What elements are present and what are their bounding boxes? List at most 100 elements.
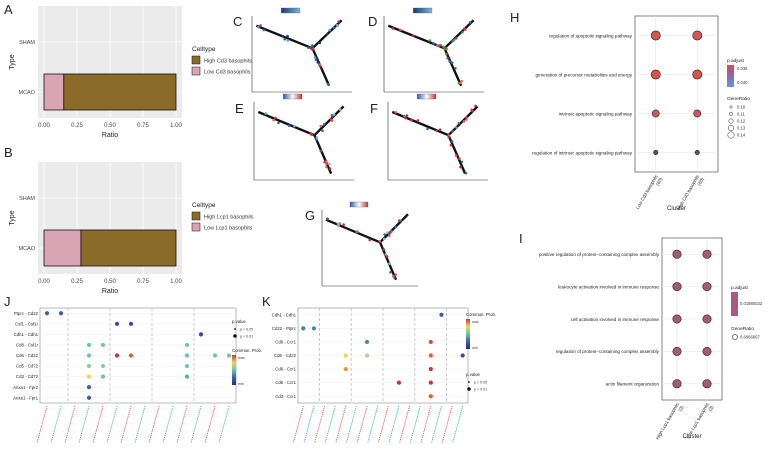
cell-point	[332, 26, 336, 30]
panel-letter-b: B	[4, 145, 13, 160]
trajectory-branch	[443, 19, 475, 50]
y-tick-label: Cd6 - Cd22	[16, 353, 39, 358]
data-point	[428, 380, 433, 385]
cell-point	[412, 34, 415, 37]
y-tick-label: regulation of intrinsic apoptotic signal…	[532, 150, 633, 155]
y-tick-label: Cd3 - Cd72	[16, 374, 39, 379]
cell-point	[388, 234, 391, 237]
x-tick-label-stub	[409, 405, 421, 444]
data-point	[100, 363, 106, 369]
cell-point	[286, 34, 289, 38]
x-tick-label: 0.75	[137, 279, 149, 285]
x-tick-label-stub	[303, 405, 315, 444]
data-point	[650, 69, 661, 80]
legend-size-point	[729, 105, 733, 109]
cell-point	[315, 138, 318, 142]
legend-tick: 0.01980032	[740, 301, 763, 306]
x-tick-label-stub	[50, 405, 62, 444]
y-tick-label: MCAO	[19, 246, 36, 252]
trajectory-plot	[321, 201, 418, 287]
cell-point	[465, 118, 468, 121]
cell-point	[307, 46, 310, 49]
data-point	[650, 30, 661, 41]
legend-label: High Lcp1 basophils	[204, 215, 254, 221]
x-tick-label-stub	[431, 405, 442, 444]
x-axis-label: Ratio	[102, 132, 118, 139]
legend-title: p.adjust	[727, 58, 744, 64]
bar-segment	[63, 73, 177, 111]
legend-title: Commun. Prob.	[232, 348, 262, 353]
panel-letter-c: C	[233, 14, 242, 29]
cell-point	[318, 41, 322, 45]
legend-title: Commun. Prob.	[466, 312, 496, 317]
y-tick-label: actin filament organization	[606, 382, 660, 387]
legend-tick: 0.035	[737, 66, 748, 71]
cell-point	[335, 23, 339, 27]
x-tick-label-stub	[356, 405, 368, 444]
cell-point	[459, 165, 462, 169]
x-tick-label: 0.00	[38, 279, 50, 285]
legend-tick: p < 0.01	[240, 335, 253, 339]
cell-point	[391, 27, 395, 30]
y-tick-label: regulation of apoptotic signaling pathwa…	[549, 33, 633, 38]
x-tick-label-stub	[441, 405, 453, 444]
y-tick-label: Csf1 - Csf1r	[15, 321, 38, 326]
cell-point	[309, 132, 313, 136]
cell-point	[449, 143, 453, 147]
legend-title: GeneRatio	[727, 96, 750, 102]
cell-point	[383, 233, 386, 236]
x-tick-label-stub	[92, 405, 104, 444]
cell-point	[402, 114, 406, 118]
cell-point	[259, 24, 262, 27]
cell-point	[342, 223, 345, 226]
y-tick-label: Cd3 - Ccr1	[275, 394, 296, 399]
legend-tick: min	[472, 346, 478, 350]
cell-point	[457, 121, 461, 125]
data-point	[114, 353, 120, 358]
y-tick-label: positive regulation of protein−containin…	[539, 252, 660, 257]
cell-point	[329, 117, 333, 121]
trajectory-plot	[387, 93, 488, 181]
cell-point	[277, 121, 280, 125]
panel-h-dotplot: regulation of apoptotic signaling pathwa…	[532, 15, 750, 212]
cell-point	[293, 124, 296, 128]
cell-point	[399, 219, 403, 223]
color-legend-bar	[727, 65, 734, 87]
cell-point	[264, 112, 268, 115]
y-tick-label: leukocyte activation involved in immune …	[558, 284, 659, 289]
x-tick-label: 0.50	[104, 123, 116, 129]
legend-title: p.value	[466, 372, 480, 377]
color-legend-bar	[281, 7, 301, 14]
panel-letter-a: A	[4, 2, 13, 17]
cell-point	[442, 45, 445, 48]
cell-point	[274, 116, 277, 120]
cell-point	[325, 162, 328, 166]
cell-point	[384, 253, 388, 256]
cell-point	[447, 135, 450, 139]
legend-label: High Cd3 basophils	[204, 59, 252, 65]
data-point	[702, 346, 712, 356]
legend-tick: 0.040	[737, 80, 748, 85]
panel-letter-d: D	[368, 14, 377, 29]
legend-title: p.adjust	[731, 285, 748, 291]
x-tick-label: 0.25	[71, 123, 83, 129]
cell-point	[327, 162, 331, 166]
y-tick-label: Cd5 - Ccr1	[275, 380, 296, 385]
cell-point	[460, 160, 464, 164]
x-tick-label: 1.00	[170, 123, 182, 129]
legend-tick: p < 0.01	[474, 388, 487, 392]
data-point	[114, 321, 120, 326]
cell-point	[462, 120, 466, 123]
cell-point	[451, 129, 454, 133]
cell-point	[378, 240, 382, 243]
data-point	[672, 346, 682, 356]
cell-point	[457, 81, 461, 85]
cell-point	[385, 255, 389, 258]
cell-point	[325, 217, 329, 220]
data-point	[184, 363, 190, 369]
legend-title: p.value	[232, 319, 246, 324]
legend-tick: min	[238, 382, 244, 386]
x-tick-label: 0.75	[137, 123, 149, 129]
data-point	[428, 353, 433, 358]
